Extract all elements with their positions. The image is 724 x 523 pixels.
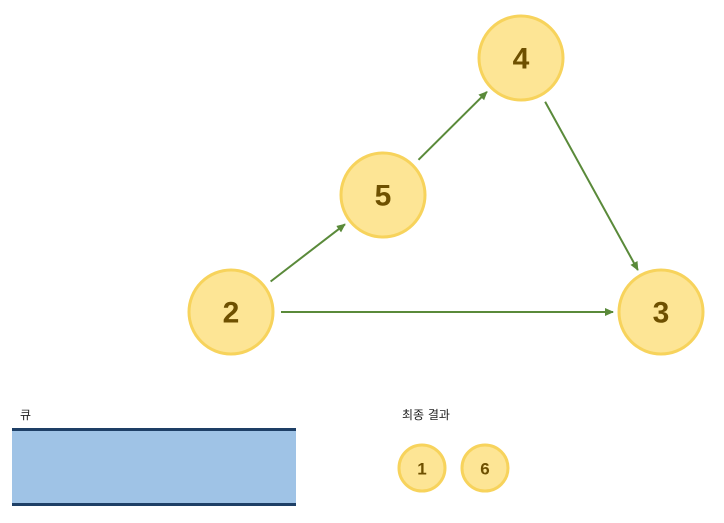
- nodes-layer: 2 5 4 3: [187, 14, 705, 356]
- node-label: 3: [653, 297, 670, 330]
- result-label: 최종 결과: [402, 408, 450, 422]
- node-label: 5: [375, 180, 392, 213]
- edge-5-to-4: [417, 91, 488, 161]
- queue-label: 큐: [20, 408, 32, 422]
- node-label: 4: [513, 43, 530, 76]
- node-circle: [339, 151, 427, 239]
- result-item-label: 6: [480, 460, 489, 479]
- result-item: 6: [460, 443, 510, 493]
- node-circle: [617, 268, 705, 356]
- result-item-circle: [397, 443, 447, 493]
- graph-node-4[interactable]: 4: [477, 14, 565, 102]
- result-item: 1: [397, 443, 447, 493]
- edge-2-to-5: [270, 223, 346, 283]
- result-item-label: 1: [417, 460, 426, 479]
- graph-node-2[interactable]: 2: [187, 268, 275, 356]
- queue-box: [12, 428, 296, 506]
- graph-node-3[interactable]: 3: [617, 268, 705, 356]
- result-item-circle: [460, 443, 510, 493]
- edges-layer: [270, 91, 639, 316]
- node-label: 2: [223, 297, 240, 330]
- edge-4-to-3: [544, 101, 639, 271]
- node-circle: [477, 14, 565, 102]
- graph-node-5[interactable]: 5: [339, 151, 427, 239]
- node-circle: [187, 268, 275, 356]
